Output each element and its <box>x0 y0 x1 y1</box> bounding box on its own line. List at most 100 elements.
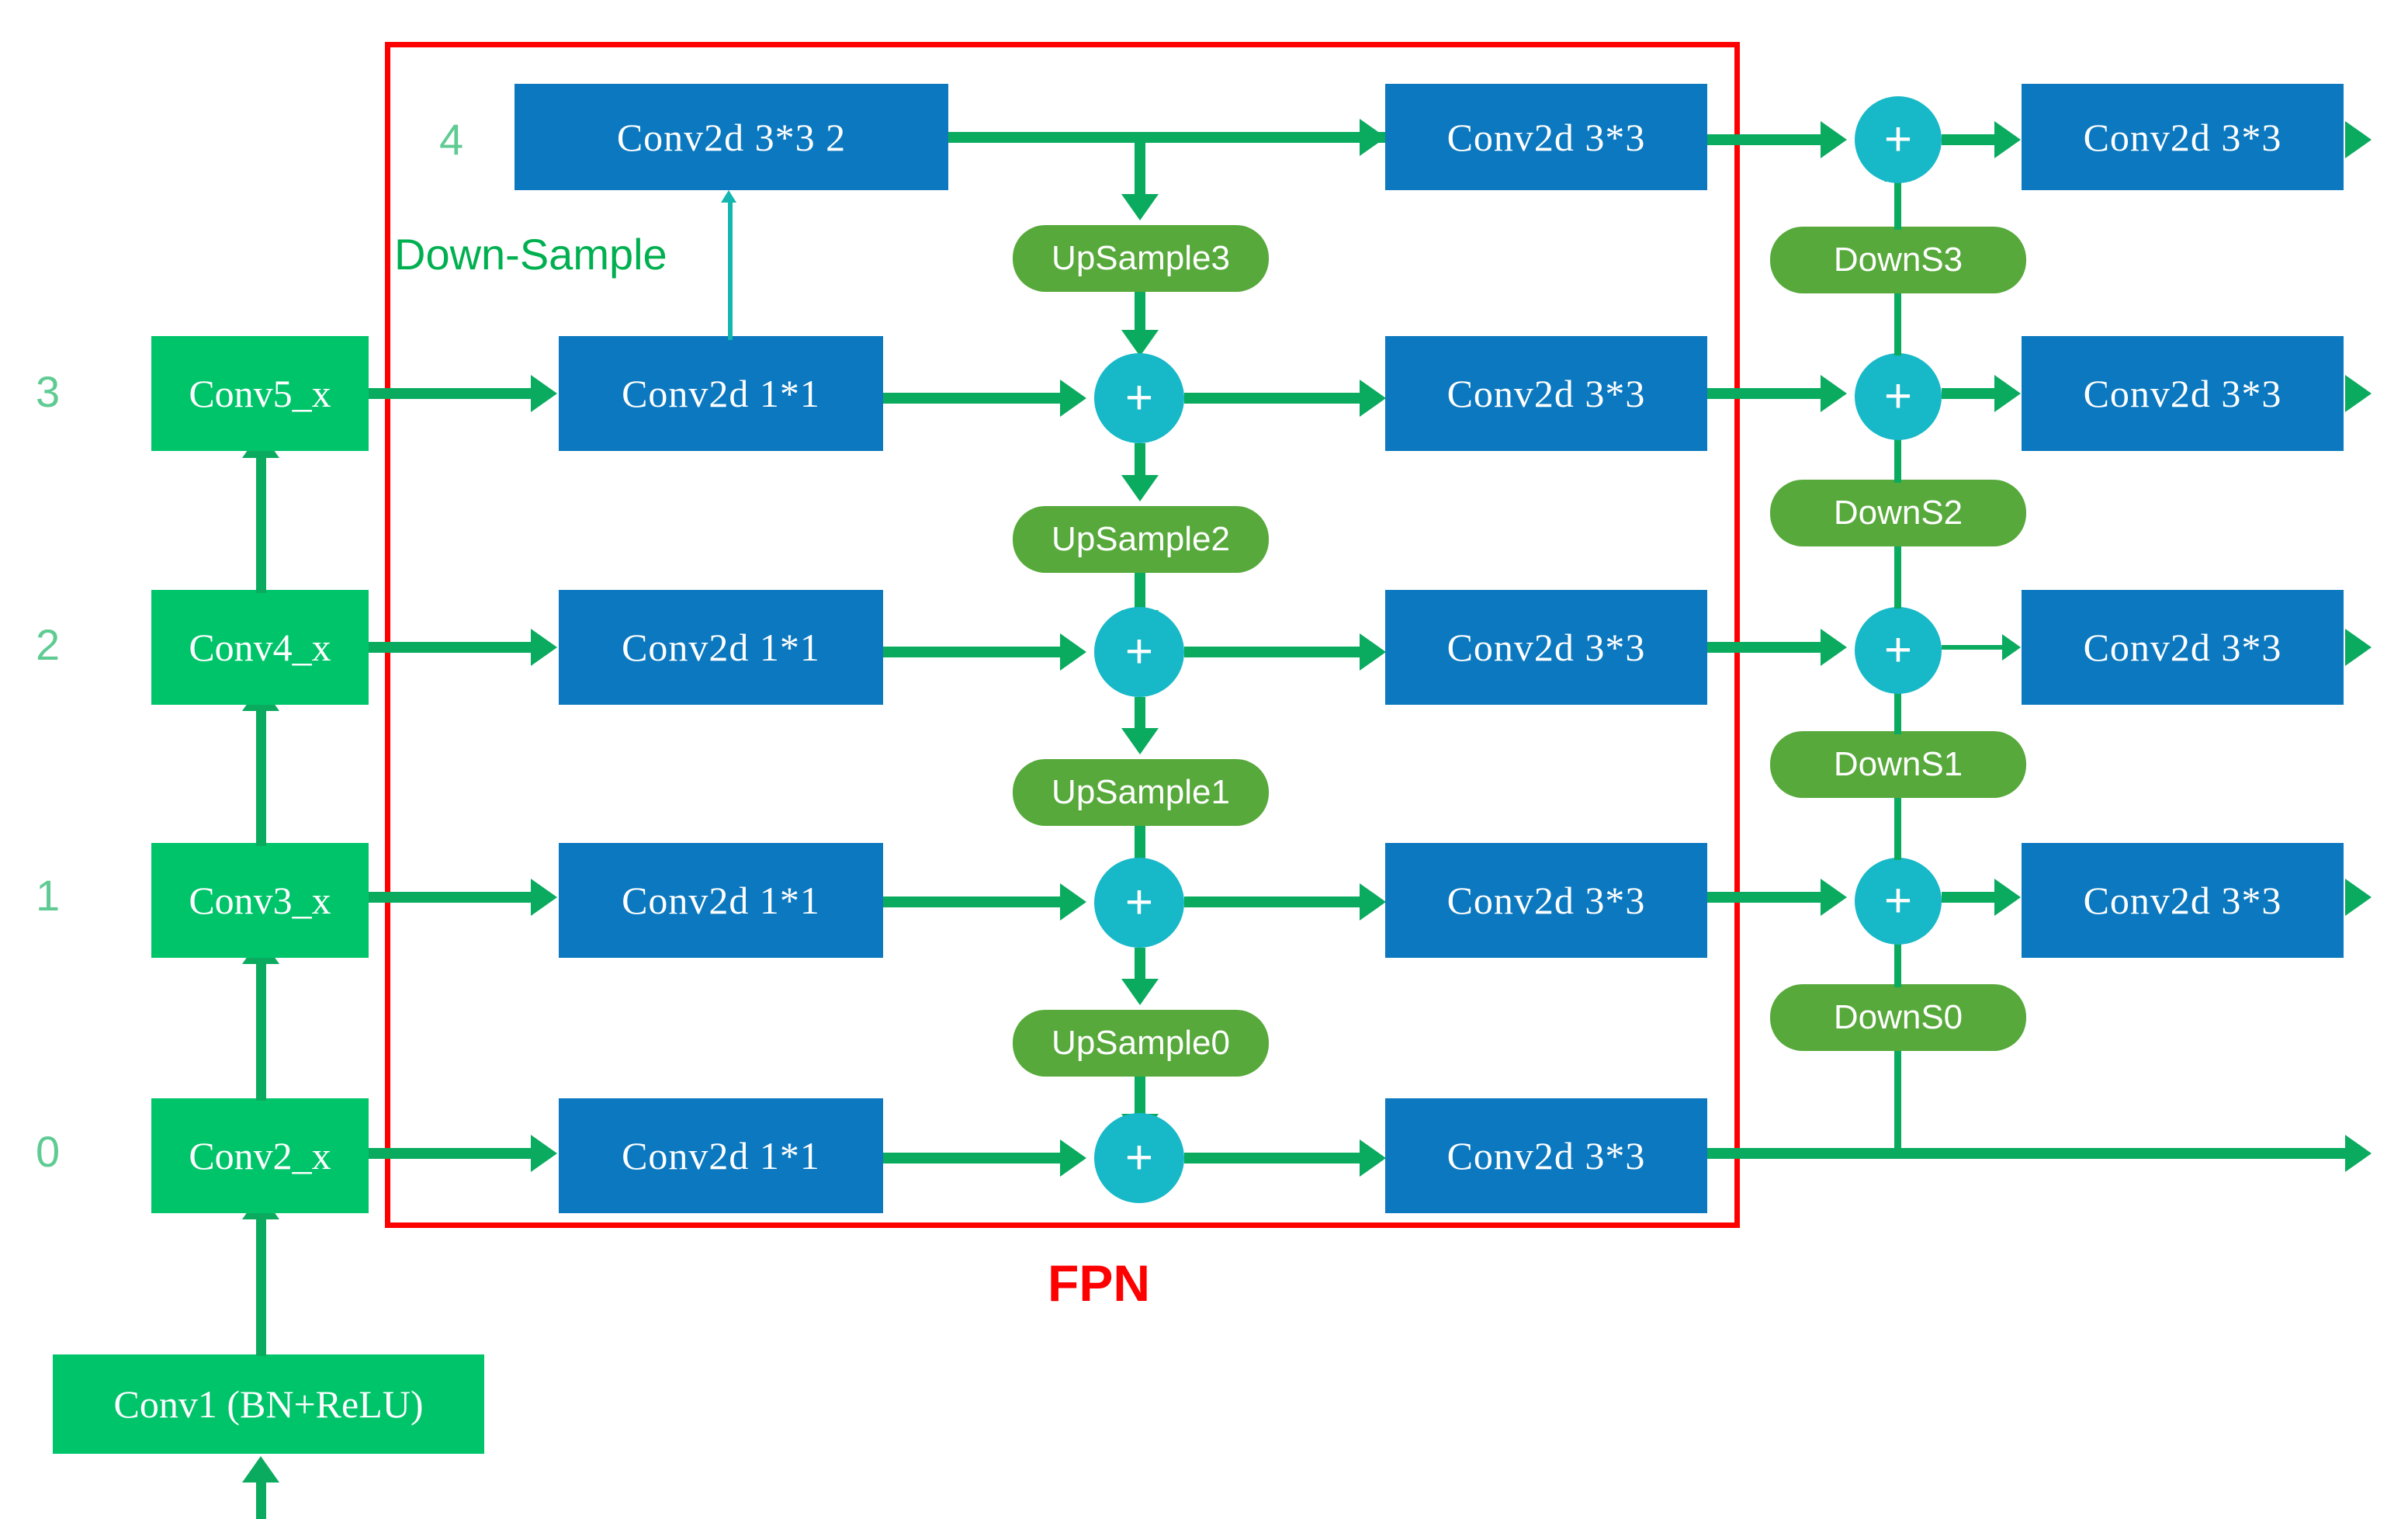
backbone-conv2-x[interactable]: Conv2_x <box>151 1098 369 1213</box>
pan-output-conv-level1[interactable]: Conv2d 3*3 <box>2022 843 2344 958</box>
upsample2-out-line <box>1135 573 1145 613</box>
level4-out-line <box>948 132 1385 143</box>
upsample3-out-line <box>1135 292 1145 334</box>
fpn-output-conv-level0[interactable]: Conv2d 3*3 <box>1385 1098 1707 1213</box>
merge-to-conv3x3-line-level0 <box>1184 1153 1360 1164</box>
conv4-to-conv5-line <box>256 455 266 593</box>
level-label-3: 3 <box>36 367 61 416</box>
pan-output-conv-level4[interactable]: Conv2d 3*3 <box>2022 84 2344 190</box>
downsample1-block[interactable]: DownS1 <box>1770 731 2026 798</box>
level-label-2: 2 <box>36 620 61 669</box>
merge-to-conv3x3-line-level3 <box>1184 393 1360 404</box>
downs2-out-line <box>1894 419 1901 483</box>
fpn-output-conv-level4[interactable]: Conv2d 3*3 <box>1385 84 1707 190</box>
pan-merge3-to-downs3-line <box>1894 281 1901 355</box>
backbone-conv5-x[interactable]: Conv5_x <box>151 336 369 451</box>
lateral-conv-1x1-level0[interactable]: Conv2d 1*1 <box>559 1098 883 1213</box>
downs0-out-line <box>1894 924 1901 987</box>
merge-to-conv3x3-arrow-level3-icon <box>1360 380 1386 417</box>
level0-to-downs0-line <box>1894 1039 1901 1153</box>
lateral-line-level2 <box>369 642 533 653</box>
upsample3-out-arrow-icon <box>1121 330 1159 356</box>
merge1-to-upsample0-arrow-icon <box>1121 979 1159 1005</box>
merge2-to-upsample1-arrow-icon <box>1121 728 1159 754</box>
lateral-conv-1x1-level1[interactable]: Conv2d 1*1 <box>559 843 883 958</box>
conv1x1-to-merge-arrow-level1-icon <box>1060 883 1086 921</box>
level4-to-upsample3-arrow-icon <box>1121 194 1159 220</box>
fpn-output-conv-level3[interactable]: Conv2d 3*3 <box>1385 336 1707 451</box>
down-sample-text-caret <box>728 230 733 286</box>
fpn-level4-to-pan-merge-line <box>1707 134 1822 145</box>
pan-merge3-to-conv-arrow-icon <box>1994 375 2021 412</box>
upsample0-block[interactable]: UpSample0 <box>1013 1010 1269 1077</box>
lateral-arrow-level3-icon <box>531 375 557 412</box>
pan-level0-through-line <box>1707 1148 2350 1159</box>
merge-plus-level3[interactable]: + <box>1094 353 1184 443</box>
conv1x1-to-merge-arrow-level0-icon <box>1060 1139 1086 1177</box>
fpn-level1-to-pan-merge-arrow-icon <box>1821 879 1847 916</box>
lateral-arrow-level1-icon <box>531 879 557 916</box>
fpn-level3-to-pan-merge-arrow-icon <box>1821 375 1847 412</box>
top-downsample-conv-level4[interactable]: Conv2d 3*3 2 <box>515 84 948 190</box>
pan-merge2-to-downs2-line <box>1894 534 1901 609</box>
fpn-level2-to-pan-merge-line <box>1707 642 1822 653</box>
lateral-arrow-level2-icon <box>531 629 557 666</box>
pan-level0-out-arrow-icon <box>2345 1135 2372 1172</box>
pan-level1-out-arrow-icon <box>2345 879 2372 916</box>
conv1x1-to-merge-line-level3 <box>883 393 1062 404</box>
conv1x1-to-merge-line-level0 <box>883 1153 1062 1164</box>
fpn-label: FPN <box>1048 1254 1150 1312</box>
fpn-boundary-box <box>385 42 1740 1228</box>
lateral-conv-1x1-level3[interactable]: Conv2d 1*1 <box>559 336 883 451</box>
pan-merge3-to-conv-line <box>1942 388 1996 399</box>
conv1x1-to-merge-line-level2 <box>883 647 1062 657</box>
level-label-0: 0 <box>36 1127 61 1176</box>
stem-to-conv2-line <box>256 1216 266 1356</box>
merge-to-conv3x3-arrow-level0-icon <box>1360 1139 1386 1177</box>
backbone-conv4-x[interactable]: Conv4_x <box>151 590 369 705</box>
downsample0-block[interactable]: DownS0 <box>1770 984 2026 1051</box>
pan-merge1-to-conv-arrow-icon <box>1994 879 2021 916</box>
pan-output-conv-level2[interactable]: Conv2d 3*3 <box>2022 590 2344 705</box>
upsample3-block[interactable]: UpSample3 <box>1013 225 1269 292</box>
pan-merge4-to-conv-arrow-icon <box>1994 121 2021 158</box>
upsample1-out-line <box>1135 826 1145 866</box>
merge-plus-level0[interactable]: + <box>1094 1113 1184 1203</box>
fpn-output-conv-level1[interactable]: Conv2d 3*3 <box>1385 843 1707 958</box>
downsample3-block[interactable]: DownS3 <box>1770 227 2026 293</box>
pan-level3-out-arrow-icon <box>2345 375 2372 412</box>
pan-output-conv-level3[interactable]: Conv2d 3*3 <box>2022 336 2344 451</box>
lateral-line-level0 <box>369 1148 533 1159</box>
merge-to-conv3x3-arrow-level2-icon <box>1360 633 1386 671</box>
level4-to-upsample3-line <box>1135 132 1145 197</box>
upsample2-block[interactable]: UpSample2 <box>1013 506 1269 573</box>
pan-merge-plus-level1[interactable]: + <box>1855 858 1942 945</box>
pan-merge2-to-conv-line <box>1942 645 2004 650</box>
merge3-to-upsample2-arrow-icon <box>1121 475 1159 501</box>
lateral-line-level1 <box>369 892 533 903</box>
conv1x1-to-merge-arrow-level3-icon <box>1060 380 1086 417</box>
lateral-conv-1x1-level2[interactable]: Conv2d 1*1 <box>559 590 883 705</box>
fpn-output-conv-level2[interactable]: Conv2d 3*3 <box>1385 590 1707 705</box>
pan-merge-plus-level3[interactable]: + <box>1855 353 1942 440</box>
upsample1-block[interactable]: UpSample1 <box>1013 759 1269 826</box>
backbone-conv3-x[interactable]: Conv3_x <box>151 843 369 958</box>
pan-merge-plus-level2[interactable]: + <box>1855 607 1942 694</box>
merge-plus-level2[interactable]: + <box>1094 607 1184 697</box>
pan-merge2-to-conv-arrow-icon <box>2002 634 2021 661</box>
fpn-level1-to-pan-merge-line <box>1707 892 1822 903</box>
fpn-level4-to-pan-merge-arrow-icon <box>1821 121 1847 158</box>
merge-plus-level1[interactable]: + <box>1094 858 1184 948</box>
pan-merge1-to-downs1-line <box>1894 786 1901 860</box>
merge-to-conv3x3-line-level1 <box>1184 896 1360 907</box>
merge2-to-upsample1-line <box>1135 697 1145 731</box>
pan-merge-plus-level4[interactable]: + <box>1855 96 1942 183</box>
backbone-stem-conv1[interactable]: Conv1 (BN+ReLU) <box>53 1354 484 1454</box>
conv3-to-conv4-line <box>256 708 266 846</box>
pan-merge1-to-conv-line <box>1942 892 1996 903</box>
merge1-to-upsample0-line <box>1135 948 1145 982</box>
stem-input-arrow-icon <box>242 1456 279 1483</box>
lateral-arrow-level0-icon <box>531 1135 557 1172</box>
downsample2-block[interactable]: DownS2 <box>1770 480 2026 546</box>
